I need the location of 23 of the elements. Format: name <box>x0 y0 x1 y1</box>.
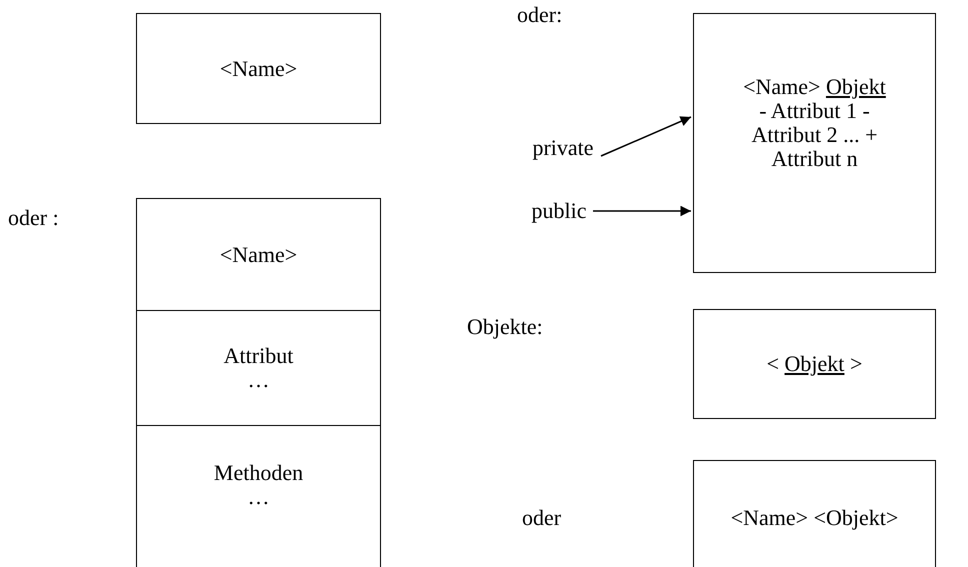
method-compartment <box>136 425 381 567</box>
visibility-text: public <box>532 199 586 223</box>
node-label: Methoden … <box>212 461 304 509</box>
attribute-compartment <box>136 310 381 426</box>
node-label: <Name> Objekt <box>743 75 886 99</box>
object-box <box>693 13 936 273</box>
class-box <box>136 13 381 124</box>
arrow <box>593 206 691 216</box>
arrow <box>600 116 692 157</box>
annotation-text: Objekte: <box>467 314 543 340</box>
node-label: < Objekt > <box>766 352 862 376</box>
node-label: <Name> <box>220 242 298 266</box>
node-label: <Name> <box>220 56 298 80</box>
annotation-text: oder: <box>517 2 562 28</box>
node-label: Attribut … <box>222 344 294 392</box>
object-box <box>693 309 936 419</box>
class-name-compartment <box>136 198 381 311</box>
visibility-text: private <box>532 136 594 160</box>
attribute-list: - Attribut 1 - Attribut 2 ... + Attribut n <box>750 99 880 171</box>
annotation-text: oder <box>522 505 562 531</box>
annotation-text: oder : <box>8 205 59 231</box>
object-box <box>693 460 936 567</box>
node-label: <Name> <Objekt> <box>730 506 898 530</box>
